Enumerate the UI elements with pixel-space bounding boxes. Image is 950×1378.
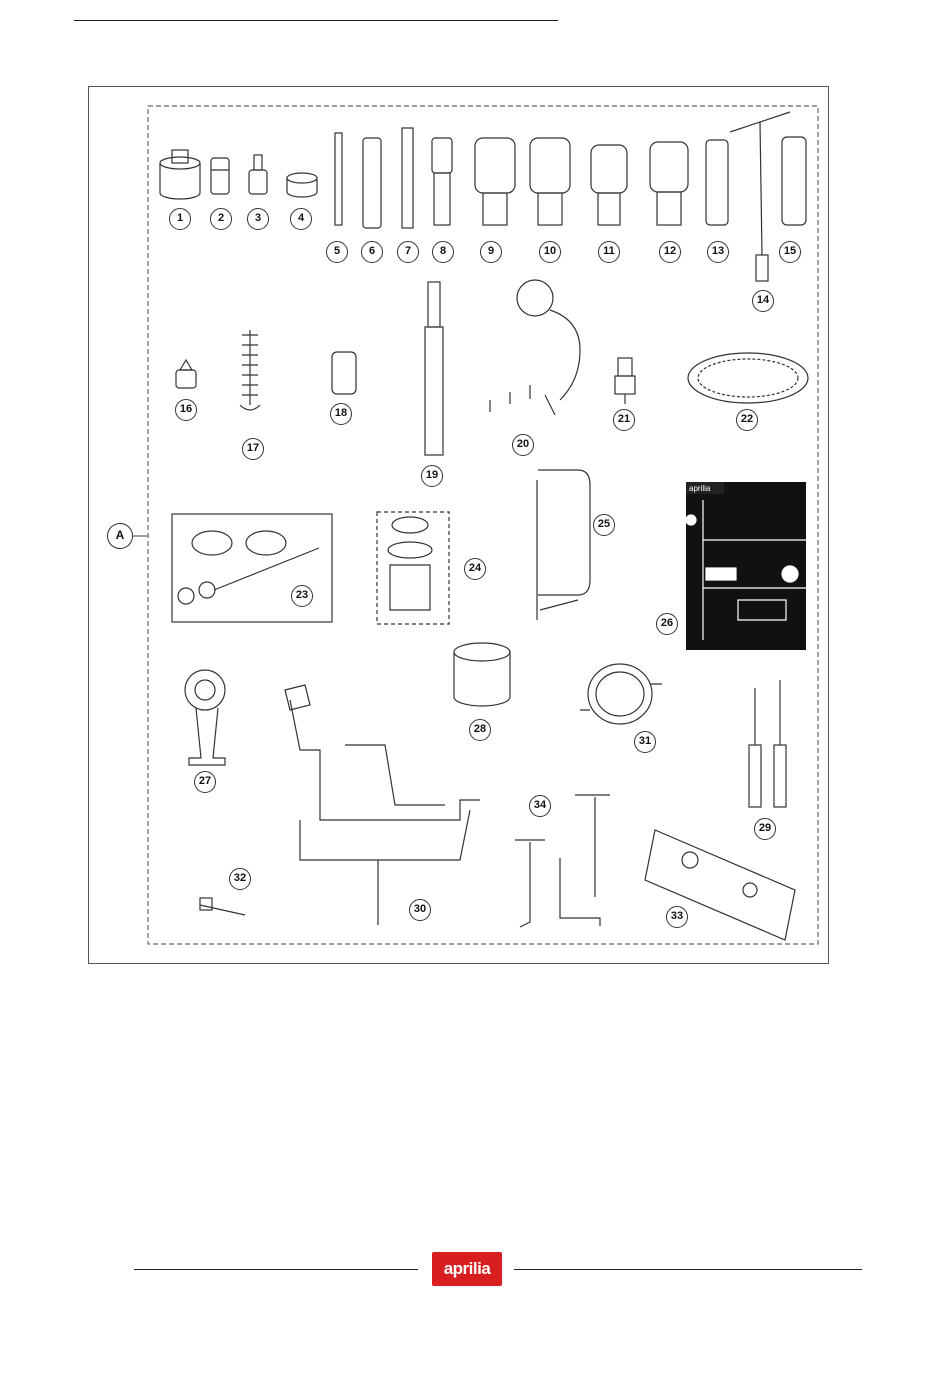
tool-23-box xyxy=(172,514,332,622)
tool-20-drawing xyxy=(490,280,580,415)
tool-6-drawing xyxy=(363,138,381,228)
tool-34-drawing xyxy=(515,795,610,927)
tool-19-drawing xyxy=(425,282,443,455)
tool-2-drawing xyxy=(211,158,229,194)
tool-callout: 27 xyxy=(194,771,216,793)
tool-24-box xyxy=(377,512,449,624)
tool-callout: 14 xyxy=(752,290,774,312)
tool-4-drawing xyxy=(287,173,317,197)
tool-callout: 24 xyxy=(464,558,486,580)
tool-callout: 4 xyxy=(290,208,312,230)
tool-callout: 26 xyxy=(656,613,678,635)
tool-22-drawing xyxy=(688,353,808,403)
tool-callout: 20 xyxy=(512,434,534,456)
tool-callout: 8 xyxy=(432,241,454,263)
tool-27-drawing xyxy=(185,670,225,765)
tool-callout: 16 xyxy=(175,399,197,421)
brand-logo: aprilia xyxy=(432,1252,502,1286)
tool-17-drawing xyxy=(240,330,260,410)
tool-18-drawing xyxy=(332,352,356,394)
footer-rule-right xyxy=(514,1269,862,1270)
tool-callout: 13 xyxy=(707,241,729,263)
tool-21-drawing xyxy=(615,358,635,404)
tool-callout: 30 xyxy=(409,899,431,921)
tool-24-drawing xyxy=(388,517,432,610)
tool-16-drawing xyxy=(176,360,196,388)
tool-30-drawing xyxy=(285,685,480,925)
tool-callout: 5 xyxy=(326,241,348,263)
tool-28-drawing xyxy=(454,643,510,706)
tool-8-drawing xyxy=(432,138,452,225)
tool-31-drawing xyxy=(580,664,662,724)
tool-callout: 15 xyxy=(779,241,801,263)
tool-callout: 18 xyxy=(330,403,352,425)
group-callout: A xyxy=(107,523,133,549)
tool-callout: 9 xyxy=(480,241,502,263)
tool-12-drawing xyxy=(650,142,688,225)
tool-callout: 3 xyxy=(247,208,269,230)
tool-callout: 33 xyxy=(666,906,688,928)
tool-25-drawing xyxy=(537,470,590,620)
tool-callout: 22 xyxy=(736,409,758,431)
tool-callout: 23 xyxy=(291,585,313,607)
tool-10-drawing xyxy=(530,138,570,225)
tool-1-drawing xyxy=(160,150,200,199)
tool-5-drawing xyxy=(335,133,342,225)
tool-callout: 29 xyxy=(754,818,776,840)
tool-callout: 28 xyxy=(469,719,491,741)
tool-32-drawing xyxy=(200,898,245,915)
tool-callout: 21 xyxy=(613,409,635,431)
tool-callout: 11 xyxy=(598,241,620,263)
tool-callout: 32 xyxy=(229,868,251,890)
tool-9-drawing xyxy=(475,138,515,225)
tool-callout: 17 xyxy=(242,438,264,460)
tool-callout: 34 xyxy=(529,795,551,817)
footer-rule-left xyxy=(134,1269,418,1270)
tool-callout: 10 xyxy=(539,241,561,263)
tool-callout: 7 xyxy=(397,241,419,263)
tool-3-drawing xyxy=(249,155,267,194)
tool-29-drawing xyxy=(749,680,786,807)
tool-callout: 19 xyxy=(421,465,443,487)
tool-callout: 31 xyxy=(634,731,656,753)
tool-callout: 12 xyxy=(659,241,681,263)
tool-callout: 2 xyxy=(210,208,232,230)
tool-callout: 6 xyxy=(361,241,383,263)
tool-callout: 1 xyxy=(169,208,191,230)
plate-brand-text: aprilia xyxy=(689,484,711,493)
tool-13-drawing xyxy=(706,140,728,225)
tool-callout: 25 xyxy=(593,514,615,536)
tool-7-drawing xyxy=(402,128,413,228)
tool-11-drawing xyxy=(591,145,627,225)
tool-26-plate: aprilia xyxy=(686,482,806,650)
tool-15-drawing xyxy=(782,137,806,225)
